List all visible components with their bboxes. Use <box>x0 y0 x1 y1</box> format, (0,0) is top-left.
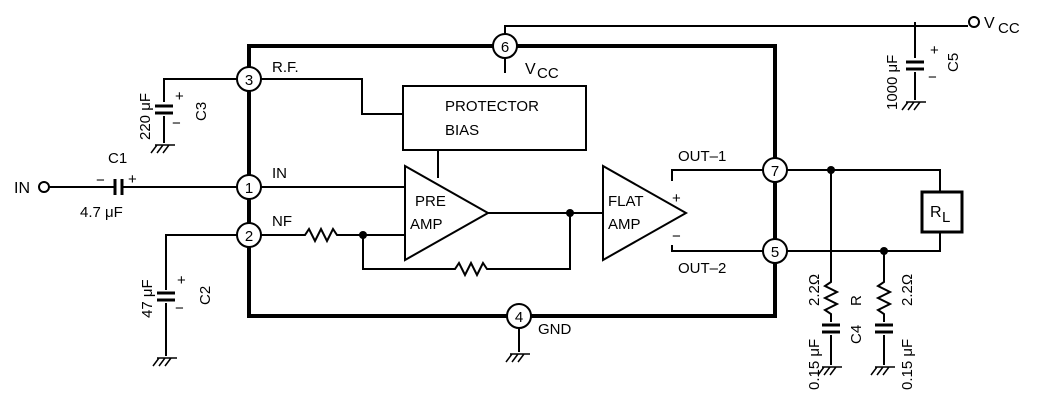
flat-amp <box>602 164 689 262</box>
c3-minus: − <box>172 115 181 132</box>
r-resistor <box>822 170 840 322</box>
pin-5-number: 5 <box>771 244 779 261</box>
pin-6-number: 6 <box>501 39 509 56</box>
gnd-label: GND <box>538 321 572 338</box>
pin-2-number: 2 <box>245 228 253 245</box>
flat-label: FLAT <box>608 193 644 210</box>
pre-amp <box>404 164 491 262</box>
out2-label: OUT–2 <box>678 260 726 277</box>
output-junction <box>566 209 574 217</box>
c2-name: C2 <box>197 286 214 305</box>
vcc-ic-label-sub: CC <box>537 65 559 82</box>
protector-label: PROTECTOR <box>445 98 539 115</box>
c5-ground-symbol <box>901 101 926 111</box>
c3-wire <box>163 78 237 102</box>
flat-minus: − <box>672 228 681 245</box>
pin-7-number: 7 <box>771 163 779 180</box>
c5-minus: − <box>928 69 937 86</box>
r-name: R <box>848 295 865 306</box>
rf-label: R.F. <box>272 59 299 76</box>
c5-name: C5 <box>945 53 962 72</box>
c1-minus: − <box>96 172 105 189</box>
c2-plus: + <box>177 272 186 289</box>
c3-name: C3 <box>193 102 210 121</box>
c5-value: 1000 μF <box>884 55 901 110</box>
c5-plus: + <box>930 42 939 59</box>
rl-load <box>920 190 964 234</box>
c3-value: 220 μF <box>137 93 154 140</box>
flat-amp-label: AMP <box>608 216 641 233</box>
c2-wire <box>165 234 237 290</box>
in-pin-label: IN <box>272 165 287 182</box>
c1-value: 4.7 μF <box>80 204 123 221</box>
c-right-value: 0.15 μF <box>899 339 916 390</box>
pin-4-number: 4 <box>515 309 523 326</box>
out1-internal-wire <box>671 169 763 181</box>
pre-label: PRE <box>415 193 446 210</box>
c2-minus: − <box>175 300 184 317</box>
out1-wire <box>787 169 941 192</box>
r2-resistor <box>875 251 893 322</box>
c3-plus: + <box>175 88 184 105</box>
c2-ground-symbol <box>152 357 177 367</box>
c4-name: C4 <box>848 325 865 344</box>
bias-label: BIAS <box>445 122 479 139</box>
out2-wire <box>787 232 941 252</box>
in-terminal <box>38 181 50 193</box>
c4-value: 0.15 μF <box>806 339 823 390</box>
out1-label: OUT–1 <box>678 148 726 165</box>
c1-name: C1 <box>108 150 127 167</box>
c1-plus: + <box>128 171 137 188</box>
feedback-resistor-wire <box>362 214 571 278</box>
vcc-label-sub: CC <box>998 20 1020 37</box>
rl-label-sub: L <box>942 209 950 226</box>
c3-ground-symbol <box>150 144 175 154</box>
c4-ground-symbol <box>817 366 842 376</box>
rf-wire <box>261 78 403 115</box>
rl-label: R <box>930 204 942 221</box>
vcc-terminal <box>968 16 980 28</box>
vcc-label: V <box>984 15 995 32</box>
nf-label: NF <box>272 213 292 230</box>
nf-resistor-wire <box>261 226 405 244</box>
c2-value: 47 μF <box>139 279 156 318</box>
vcc-ic-label: V <box>525 61 536 78</box>
pin-1-number: 1 <box>245 180 253 197</box>
pre-amp-label: AMP <box>410 216 443 233</box>
c-right-ground-symbol <box>870 366 895 376</box>
vcc-wire <box>504 25 968 46</box>
flat-plus: + <box>672 190 681 207</box>
r-right-value: 2.2Ω <box>899 274 916 306</box>
r-value: 2.2Ω <box>806 274 823 306</box>
gnd-ground-symbol <box>505 353 530 363</box>
out2-internal-wire <box>671 245 763 252</box>
pin-3-number: 3 <box>245 72 253 89</box>
in-terminal-label: IN <box>14 180 30 197</box>
protector-bias-block <box>402 85 587 151</box>
